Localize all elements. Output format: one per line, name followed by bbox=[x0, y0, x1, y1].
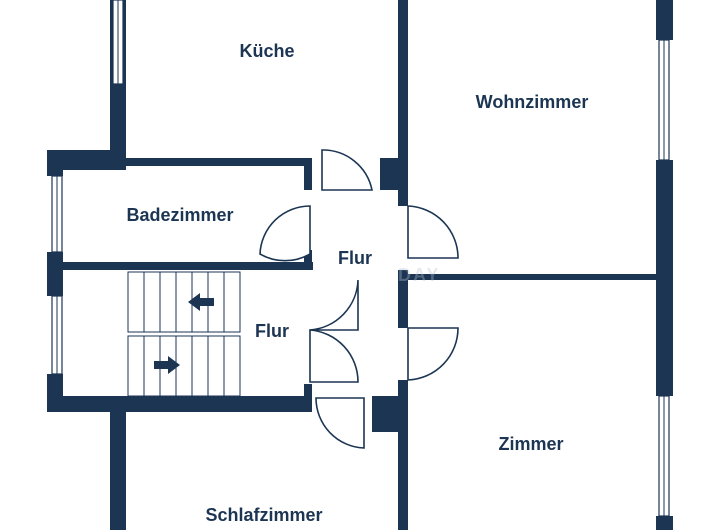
wall-bath-bottom bbox=[63, 262, 313, 270]
door-schlafzimmer bbox=[315, 397, 365, 449]
wall-stair-bottom bbox=[47, 396, 312, 412]
door-wohnzimmer bbox=[407, 205, 459, 259]
stairs bbox=[127, 271, 241, 397]
wall-schlaf-left bbox=[110, 396, 126, 530]
room-label-badezimmer: Badezimmer bbox=[126, 205, 233, 225]
wall-center-d bbox=[398, 270, 408, 328]
door-kitchen bbox=[321, 149, 373, 191]
room-label-wohnzimmer: Wohnzimmer bbox=[476, 92, 589, 112]
wall-center-lower bbox=[398, 432, 408, 530]
wall-right-b bbox=[656, 160, 673, 396]
stair-treads bbox=[143, 272, 225, 396]
wall-left-b bbox=[47, 252, 63, 296]
door-bath bbox=[259, 205, 311, 262]
door-zimmer bbox=[407, 327, 459, 381]
stair-arrow-right-icon bbox=[154, 356, 180, 374]
wall-flur-a bbox=[304, 250, 312, 270]
room-label-schlafzimmer: Schlafzimmer bbox=[205, 505, 322, 525]
wall-flur-b bbox=[304, 384, 312, 412]
wall-right-c bbox=[656, 516, 673, 530]
room-label-flur-upper: Flur bbox=[338, 248, 372, 268]
room-label-kueche: Küche bbox=[239, 41, 294, 61]
stair-flight-upper bbox=[127, 271, 241, 333]
stair-flight-lower bbox=[127, 335, 241, 397]
wall-bath-right-top bbox=[304, 158, 312, 190]
room-label-zimmer: Zimmer bbox=[498, 434, 563, 454]
wall-bath-top-left bbox=[47, 150, 126, 170]
stair-arrow-left-icon bbox=[188, 293, 214, 311]
wall-center-block-lower bbox=[372, 396, 408, 432]
wall-wohn-zimmer bbox=[408, 274, 656, 280]
wall-bath-top bbox=[126, 158, 310, 166]
wall-center-c bbox=[398, 190, 408, 206]
wall-center-block-upper bbox=[380, 158, 408, 190]
watermark: DAY bbox=[398, 265, 440, 285]
room-label-flur-lower: Flur bbox=[255, 321, 289, 341]
wall-center-e bbox=[398, 380, 408, 400]
door-flur-lower bbox=[309, 329, 359, 383]
wall-center-upper bbox=[398, 0, 408, 160]
wall-left-a bbox=[47, 170, 63, 176]
windows bbox=[51, 0, 670, 517]
doors bbox=[259, 149, 459, 449]
door-flur-upper bbox=[309, 279, 359, 331]
wall-right-a bbox=[656, 0, 673, 40]
walls bbox=[47, 0, 673, 530]
